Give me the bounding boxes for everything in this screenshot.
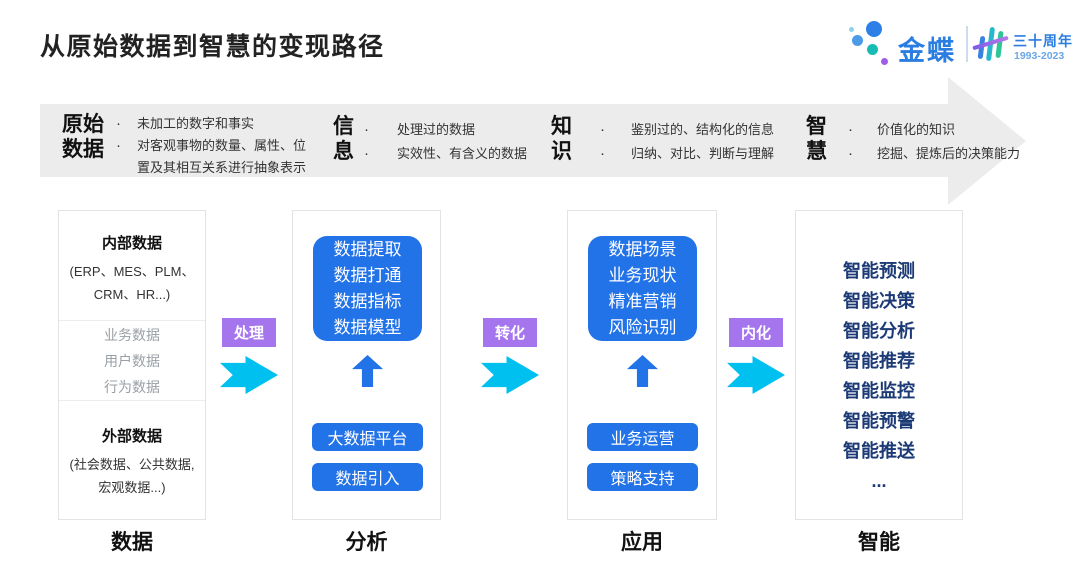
bullet-text: 对客观事物的数量、属性、位置及其相互关系进行抽象表示 [137, 138, 307, 175]
connector-label: 处理 [221, 318, 276, 347]
stage-bullets-information: · 处理过的数据 · 实效性、有含义的数据 [364, 119, 527, 167]
column-application-box: 数据场景 业务现状 精准营销 风险识别 业务运营 策略支持 [567, 210, 717, 520]
bullet-dot-icon: · [848, 145, 853, 162]
kingdee-dot-icon [866, 21, 882, 37]
column-data-box: 内部数据 (ERP、MES、PLM、 CRM、HR...) 业务数据 用户数据 … [58, 210, 206, 520]
bullet-row: · 价值化的知识 [848, 119, 1020, 141]
list-item: 智能预测 [843, 261, 915, 281]
card-line: 风险识别 [608, 317, 677, 337]
bullet-text: 处理过的数据 [397, 122, 476, 137]
right-arrow-icon [220, 356, 278, 394]
card-line: 数据提取 [333, 239, 402, 259]
stage-heading-raw-data: 原始 数据 [62, 113, 104, 161]
bullet-row: · 挖掘、提炼后的决策能力 [848, 143, 1020, 165]
bullet-dot-icon: · [116, 115, 121, 132]
kingdee-dot-icon [867, 44, 878, 55]
section-subtitle: (ERP、MES、PLM、 CRM、HR...) [69, 264, 195, 302]
data-import-chip: 数据引入 [312, 463, 423, 491]
column-label-intelligence: 智能 [858, 531, 900, 554]
section-subtitle: (社会数据、公共数据, 宏观数据...) [69, 457, 195, 495]
anniversary-label: 三十周年 [1013, 33, 1073, 49]
card-line: 数据打通 [333, 265, 402, 285]
bullet-dot-icon: · [364, 145, 369, 162]
stage-bullets-knowledge: · 鉴别过的、结构化的信息 · 归纳、对比、判断与理解 [600, 119, 774, 167]
column-label-data: 数据 [111, 531, 153, 554]
list-item: 业务数据 [104, 326, 160, 343]
list-item: 智能预警 [843, 411, 915, 431]
list-item: 智能决策 [843, 291, 915, 311]
internal-data-section: 内部数据 (ERP、MES、PLM、 CRM、HR...) [59, 211, 205, 321]
section-title: 外部数据 [101, 428, 162, 445]
list-item-ellipsis: ... [871, 471, 887, 491]
bullet-text: 挖掘、提炼后的决策能力 [877, 146, 1021, 161]
card-line: 数据场景 [608, 239, 677, 259]
bullet-dot-icon: · [600, 121, 605, 138]
big-data-platform-chip: 大数据平台 [312, 423, 423, 451]
list-item: 用户数据 [104, 352, 160, 369]
intelligence-list: 智能预测 智能决策 智能分析 智能推荐 智能监控 智能预警 智能推送 ... [796, 256, 962, 496]
bullet-row: · 对客观事物的数量、属性、位置及其相互关系进行抽象表示 [116, 135, 315, 179]
bullet-dot-icon: · [116, 137, 121, 154]
column-intelligence-box: 智能预测 智能决策 智能分析 智能推荐 智能监控 智能预警 智能推送 ... [795, 210, 963, 520]
connector-internalize: 内化 [713, 318, 799, 394]
process-banner [40, 104, 948, 177]
card-line: 数据模型 [333, 317, 402, 337]
card-line: 精准营销 [608, 291, 677, 311]
connector-transform: 转化 [467, 318, 553, 394]
bullet-text: 归纳、对比、判断与理解 [631, 146, 775, 161]
process-banner-arrowhead-icon [948, 77, 1026, 205]
bullet-text: 价值化的知识 [877, 122, 956, 137]
stage-bullets-wisdom: · 价值化的知识 · 挖掘、提炼后的决策能力 [848, 119, 1020, 167]
list-item: 智能分析 [843, 321, 915, 341]
bullet-text: 未加工的数字和事实 [137, 116, 255, 131]
logo-divider [966, 26, 968, 62]
stage-heading-wisdom: 智 慧 [806, 115, 827, 163]
brand-name: 金蝶 [898, 36, 956, 66]
bullet-row: · 实效性、有含义的数据 [364, 143, 527, 165]
bullet-row: · 未加工的数字和事实 [116, 113, 315, 135]
right-arrow-icon [727, 356, 785, 394]
connector-label: 转化 [482, 318, 537, 347]
kingdee-dot-icon [849, 27, 854, 32]
stage-heading-information: 信 息 [333, 115, 354, 163]
connector-process: 处理 [206, 318, 292, 394]
anniversary-stroke-icon [995, 30, 1004, 59]
list-item: 行为数据 [104, 378, 160, 395]
list-item: 智能监控 [843, 381, 915, 401]
kingdee-dot-icon [852, 35, 863, 46]
stage-heading-knowledge: 知 识 [551, 115, 572, 163]
bullet-dot-icon: · [600, 145, 605, 162]
bullet-row: · 归纳、对比、判断与理解 [600, 143, 774, 165]
list-item: 智能推荐 [843, 351, 915, 371]
column-analysis-box: 数据提取 数据打通 数据指标 数据模型 大数据平台 数据引入 [292, 210, 441, 520]
bullet-row: · 鉴别过的、结构化的信息 [600, 119, 774, 141]
bullet-text: 实效性、有含义的数据 [397, 146, 528, 161]
kingdee-dot-icon [881, 58, 888, 65]
bullet-row: · 处理过的数据 [364, 119, 527, 141]
connector-label: 内化 [728, 318, 783, 347]
right-arrow-icon [481, 356, 539, 394]
strategy-support-chip: 策略支持 [587, 463, 698, 491]
up-arrow-icon [352, 355, 383, 387]
card-line: 数据指标 [333, 291, 402, 311]
list-item: 智能推送 [843, 441, 915, 461]
analysis-card: 数据提取 数据打通 数据指标 数据模型 [313, 236, 422, 341]
bullet-dot-icon: · [364, 121, 369, 138]
data-types-section: 业务数据 用户数据 行为数据 [59, 321, 205, 401]
external-data-section: 外部数据 (社会数据、公共数据, 宏观数据...) [59, 401, 205, 499]
page-title: 从原始数据到智慧的变现路径 [40, 33, 385, 61]
business-operation-chip: 业务运营 [587, 423, 698, 451]
anniversary-years: 1993-2023 [1014, 50, 1065, 62]
card-line: 业务现状 [608, 265, 677, 285]
bullet-dot-icon: · [848, 121, 853, 138]
column-label-application: 应用 [621, 531, 663, 554]
application-card: 数据场景 业务现状 精准营销 风险识别 [588, 236, 697, 341]
bullet-text: 鉴别过的、结构化的信息 [631, 122, 775, 137]
column-label-analysis: 分析 [345, 531, 388, 554]
up-arrow-icon [627, 355, 658, 387]
stage-bullets-raw-data: · 未加工的数字和事实 · 对客观事物的数量、属性、位置及其相互关系进行抽象表示 [116, 113, 315, 179]
section-title: 内部数据 [101, 235, 162, 252]
